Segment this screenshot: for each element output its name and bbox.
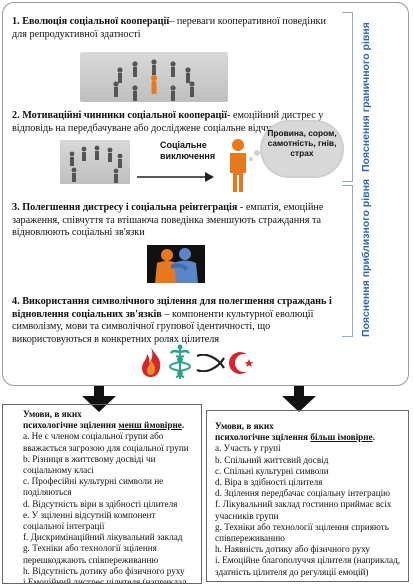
less-likely-title: Умови, в яких психологічне зцілення менш…	[23, 409, 185, 431]
step-1-image	[80, 52, 228, 102]
step-1-title: 1. Еволюція соціальної кооперації	[12, 16, 170, 27]
condition-item: c. Спільні культурні символи	[215, 465, 329, 476]
step-2-desc: - емоційний дистрес у відповідь на перед…	[12, 110, 324, 134]
comforting-pair-illustration	[155, 248, 198, 283]
sad-person-icon	[226, 138, 250, 194]
ichthys-icon	[196, 353, 226, 373]
step-4-title: 4. Використання символічного зцілення дл…	[12, 296, 332, 320]
excluded-group-illustration	[69, 145, 123, 183]
more-likely-title: Умови, в яких психологічне зцілення біль…	[215, 421, 375, 443]
flame-icon	[138, 346, 164, 378]
step-2-image	[60, 140, 130, 184]
condition-item: f. Дискримінаційний лікувальний заклад	[23, 532, 183, 543]
ultimate-level-label: Пояснення граничного рівня	[360, 22, 372, 172]
social-exclusion-label: Соціальне виключення	[160, 140, 216, 161]
proximate-level-label: Пояснення приблизного рівня	[360, 178, 372, 338]
more-likely-box: Умови, в яких психологічне зцілення біль…	[206, 410, 409, 582]
less-likely-list: a. Не є членом соціальної групи або вваж…	[23, 431, 195, 584]
exclusion-arrow-icon	[135, 170, 215, 182]
step-3-text: 3. Полегшення дистресу і соціальна реінт…	[12, 202, 337, 240]
step-4-desc: – компоненти культурної еволюції символі…	[12, 308, 314, 345]
condition-item: d. Віра в здібності цілителя	[215, 477, 323, 488]
step-3-desc: - емпатія, емоційне зараження, співчуття…	[12, 202, 324, 239]
step-4-text: 4. Використання символічного зцілення дл…	[12, 296, 337, 346]
condition-item: g. Техніки або технології зцілення переш…	[23, 543, 159, 565]
condition-item: d. Відсутність віри в здібності цілителя	[23, 498, 178, 509]
thought-bubble-dots	[248, 148, 262, 162]
condition-item: b. Спільний життєвий досвід	[215, 454, 329, 465]
condition-item: g. Техніки або технології зцілення сприя…	[215, 521, 389, 544]
group-circle-illustration	[113, 59, 195, 101]
step-2-text: 2. Мотиваційні чинники соціальної коопер…	[12, 110, 337, 135]
condition-item: h. Відсутність дотику або фізичного руху	[23, 565, 185, 576]
step-3-title: 3. Полегшення дистресу і соціальна реінт…	[12, 202, 238, 213]
condition-item: e. У зціленні відсутній компонент соціал…	[23, 509, 156, 532]
condition-item: a. Участь у групі	[215, 443, 281, 454]
condition-item: f. Лікувальний заклад гостинно приймає в…	[215, 499, 392, 521]
emotion-cloud: Провина, сором, самотність, гнів, страх	[262, 122, 342, 176]
caduceus-icon	[168, 344, 192, 380]
emotion-cloud-text: Провина, сором, самотність, гнів, страх	[267, 128, 337, 158]
condition-item: b. Різниця в життєвому досвіді чи соціал…	[23, 453, 156, 476]
condition-item: i.Емоційний дистрес цілителя (наприклад,	[23, 577, 190, 584]
condition-item: a. Не є членом соціальної групи або вваж…	[23, 431, 189, 453]
condition-item: i. Емоційне благополуччя цілителя (напри…	[215, 555, 401, 577]
proximate-level-bracket	[342, 185, 353, 337]
step-1-text: 1. Еволюція соціальної кооперації– перев…	[12, 16, 332, 41]
condition-item: h. Наявність дотику або фізичного руху	[215, 544, 370, 555]
step-3-image	[147, 245, 205, 283]
condition-item: d. Зцілення передбачає соціальну інтегра…	[215, 488, 391, 499]
condition-item: c. Професійні культурні символи не поділ…	[23, 476, 164, 498]
crescent-star-icon	[228, 348, 256, 378]
step-1-desc: – переваги кооперативної поведінки для р…	[12, 16, 326, 40]
less-likely-box: Умови, в яких психологічне зцілення менш…	[2, 404, 202, 584]
ultimate-level-bracket	[342, 12, 353, 182]
step-2-title: 2. Мотиваційні чинники соціальної коопер…	[12, 110, 227, 121]
arrow-right-down-icon	[282, 386, 316, 412]
diagram-frame	[2, 2, 409, 386]
